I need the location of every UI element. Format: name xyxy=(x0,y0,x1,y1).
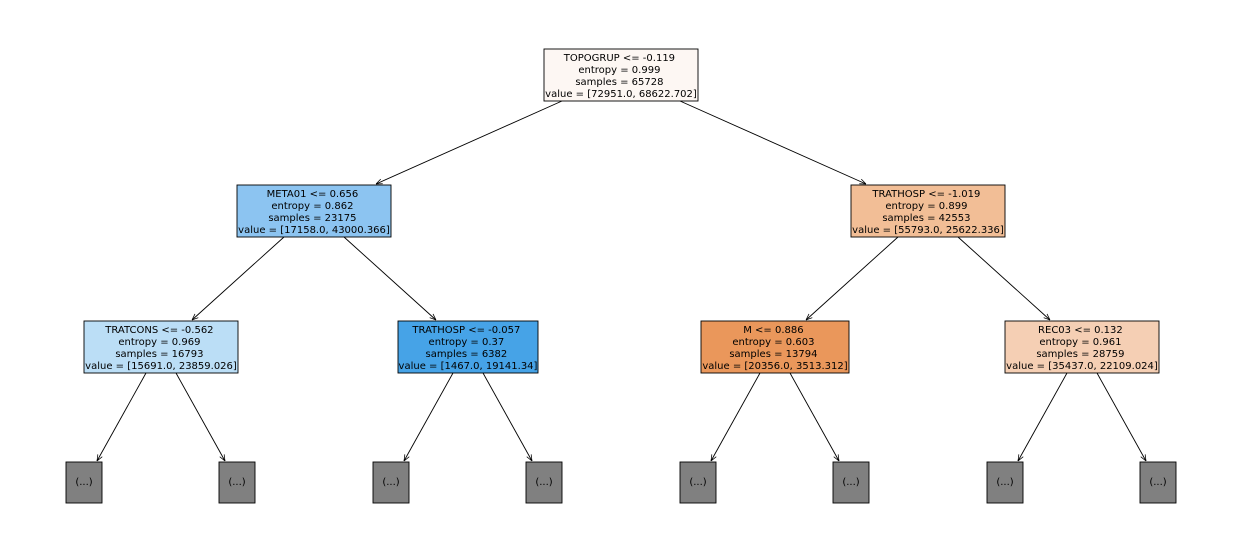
truncated-leaf: (...) xyxy=(986,461,1024,504)
edge-left-leftright xyxy=(343,236,436,320)
tree-node-root: TOPOGRUP <= -0.119 entropy = 0.999 sampl… xyxy=(543,48,699,102)
truncated-leaf-label: (...) xyxy=(228,477,245,488)
truncated-leaf-label: (...) xyxy=(1149,477,1166,488)
edge-right-rightright xyxy=(957,236,1050,320)
truncated-leaf-label: (...) xyxy=(535,477,552,488)
node-split-condition: TOPOGRUP <= -0.119 xyxy=(563,53,675,64)
node-split-condition: META01 <= 0.656 xyxy=(267,189,359,200)
node-value: value = [55793.0, 25622.336] xyxy=(852,225,1004,236)
edge-rr-leaf1 xyxy=(1018,372,1068,461)
node-split-condition: TRATCONS <= -0.562 xyxy=(104,325,213,336)
node-entropy: entropy = 0.862 xyxy=(271,201,353,212)
node-split-condition: TRATHOSP <= -1.019 xyxy=(871,189,980,200)
node-entropy: entropy = 0.37 xyxy=(429,337,505,348)
truncated-leaf-label: (...) xyxy=(689,477,706,488)
node-box xyxy=(397,320,539,374)
node-samples: samples = 6382 xyxy=(426,349,508,360)
node-value: value = [72951.0, 68622.702] xyxy=(545,89,697,100)
edge-rl-leaf2 xyxy=(789,372,839,461)
edge-lr-leaf1 xyxy=(404,372,454,461)
node-box xyxy=(850,184,1006,238)
node-value: value = [20356.0, 3513.312] xyxy=(702,361,847,372)
node-entropy: entropy = 0.969 xyxy=(118,337,200,348)
node-value: value = [35437.0, 22109.024] xyxy=(1006,361,1158,372)
truncated-leaf: (...) xyxy=(65,461,103,504)
node-entropy: entropy = 0.999 xyxy=(578,65,660,76)
node-value: value = [1467.0, 19141.34] xyxy=(399,361,538,372)
svg-text:TRATHOSP <= -0.057 entro: TRATHOSP <= -0.057 entropy = 0.37 sample… xyxy=(399,325,538,372)
tree-node-left-right: TRATHOSP <= -0.057 entropy = 0.37 sample… xyxy=(397,320,539,374)
edge-right-rightleft xyxy=(806,236,899,320)
node-samples: samples = 13794 xyxy=(729,349,817,360)
svg-text:TRATCONS <= -0.562 entro: TRATCONS <= -0.562 entropy = 0.969 sampl… xyxy=(85,325,237,372)
truncated-leaf-label: (...) xyxy=(75,477,92,488)
edge-ll-leaf1 xyxy=(97,372,147,461)
node-samples: samples = 16793 xyxy=(115,349,203,360)
edge-rl-leaf1 xyxy=(711,372,761,461)
truncated-leaves: (...) (...) (...) (...) (...) (...) (...… xyxy=(65,461,1177,504)
truncated-leaf: (...) xyxy=(525,461,563,504)
truncated-leaf: (...) xyxy=(832,461,870,504)
svg-text:META01 <= 0.656 entropy: META01 <= 0.656 entropy = 0.862 samples … xyxy=(238,189,390,236)
tree-node-right-right: REC03 <= 0.132 entropy = 0.961 samples =… xyxy=(1004,320,1160,374)
truncated-leaf-label: (...) xyxy=(842,477,859,488)
tree-edges xyxy=(97,100,1146,461)
node-samples: samples = 23175 xyxy=(268,213,356,224)
node-split-condition: M <= 0.886 xyxy=(743,325,803,336)
edge-left-leftleft xyxy=(192,236,285,320)
node-entropy: entropy = 0.603 xyxy=(732,337,814,348)
truncated-leaf: (...) xyxy=(1139,461,1177,504)
node-split-condition: TRATHOSP <= -0.057 xyxy=(411,325,520,336)
tree-node-left: META01 <= 0.656 entropy = 0.862 samples … xyxy=(236,184,392,238)
tree-node-right: TRATHOSP <= -1.019 entropy = 0.899 sampl… xyxy=(850,184,1006,238)
node-split-condition: REC03 <= 0.132 xyxy=(1038,325,1123,336)
node-entropy: entropy = 0.961 xyxy=(1039,337,1121,348)
edge-root-left xyxy=(376,100,563,184)
truncated-leaf: (...) xyxy=(218,461,256,504)
edge-lr-leaf2 xyxy=(482,372,532,461)
edge-root-right xyxy=(679,100,866,184)
node-box xyxy=(83,320,239,374)
truncated-leaf: (...) xyxy=(679,461,717,504)
edge-rr-leaf2 xyxy=(1096,372,1146,461)
tree-node-right-left: M <= 0.886 entropy = 0.603 samples = 137… xyxy=(700,320,850,374)
node-samples: samples = 28759 xyxy=(1036,349,1124,360)
svg-text:TRATHOSP <= -1.019 entro: TRATHOSP <= -1.019 entropy = 0.899 sampl… xyxy=(852,189,1004,236)
edge-ll-leaf2 xyxy=(175,372,225,461)
truncated-leaf-label: (...) xyxy=(996,477,1013,488)
node-entropy: entropy = 0.899 xyxy=(885,201,967,212)
node-box xyxy=(1004,320,1160,374)
node-value: value = [15691.0, 23859.026] xyxy=(85,361,237,372)
truncated-leaf: (...) xyxy=(372,461,410,504)
svg-text:M <= 0.886 entropy = 0.6: M <= 0.886 entropy = 0.603 samples = 137… xyxy=(702,325,847,372)
node-samples: samples = 42553 xyxy=(882,213,970,224)
svg-text:TOPOGRUP <= -0.119 entro: TOPOGRUP <= -0.119 entropy = 0.999 sampl… xyxy=(545,53,697,100)
node-box xyxy=(543,48,699,102)
node-box xyxy=(700,320,850,374)
node-value: value = [17158.0, 43000.366] xyxy=(238,225,390,236)
svg-text:REC03 <= 0.132 entropy =: REC03 <= 0.132 entropy = 0.961 samples =… xyxy=(1006,325,1158,372)
node-box xyxy=(236,184,392,238)
node-samples: samples = 65728 xyxy=(575,77,663,88)
truncated-leaf-label: (...) xyxy=(382,477,399,488)
tree-node-left-left: TRATCONS <= -0.562 entropy = 0.969 sampl… xyxy=(83,320,239,374)
